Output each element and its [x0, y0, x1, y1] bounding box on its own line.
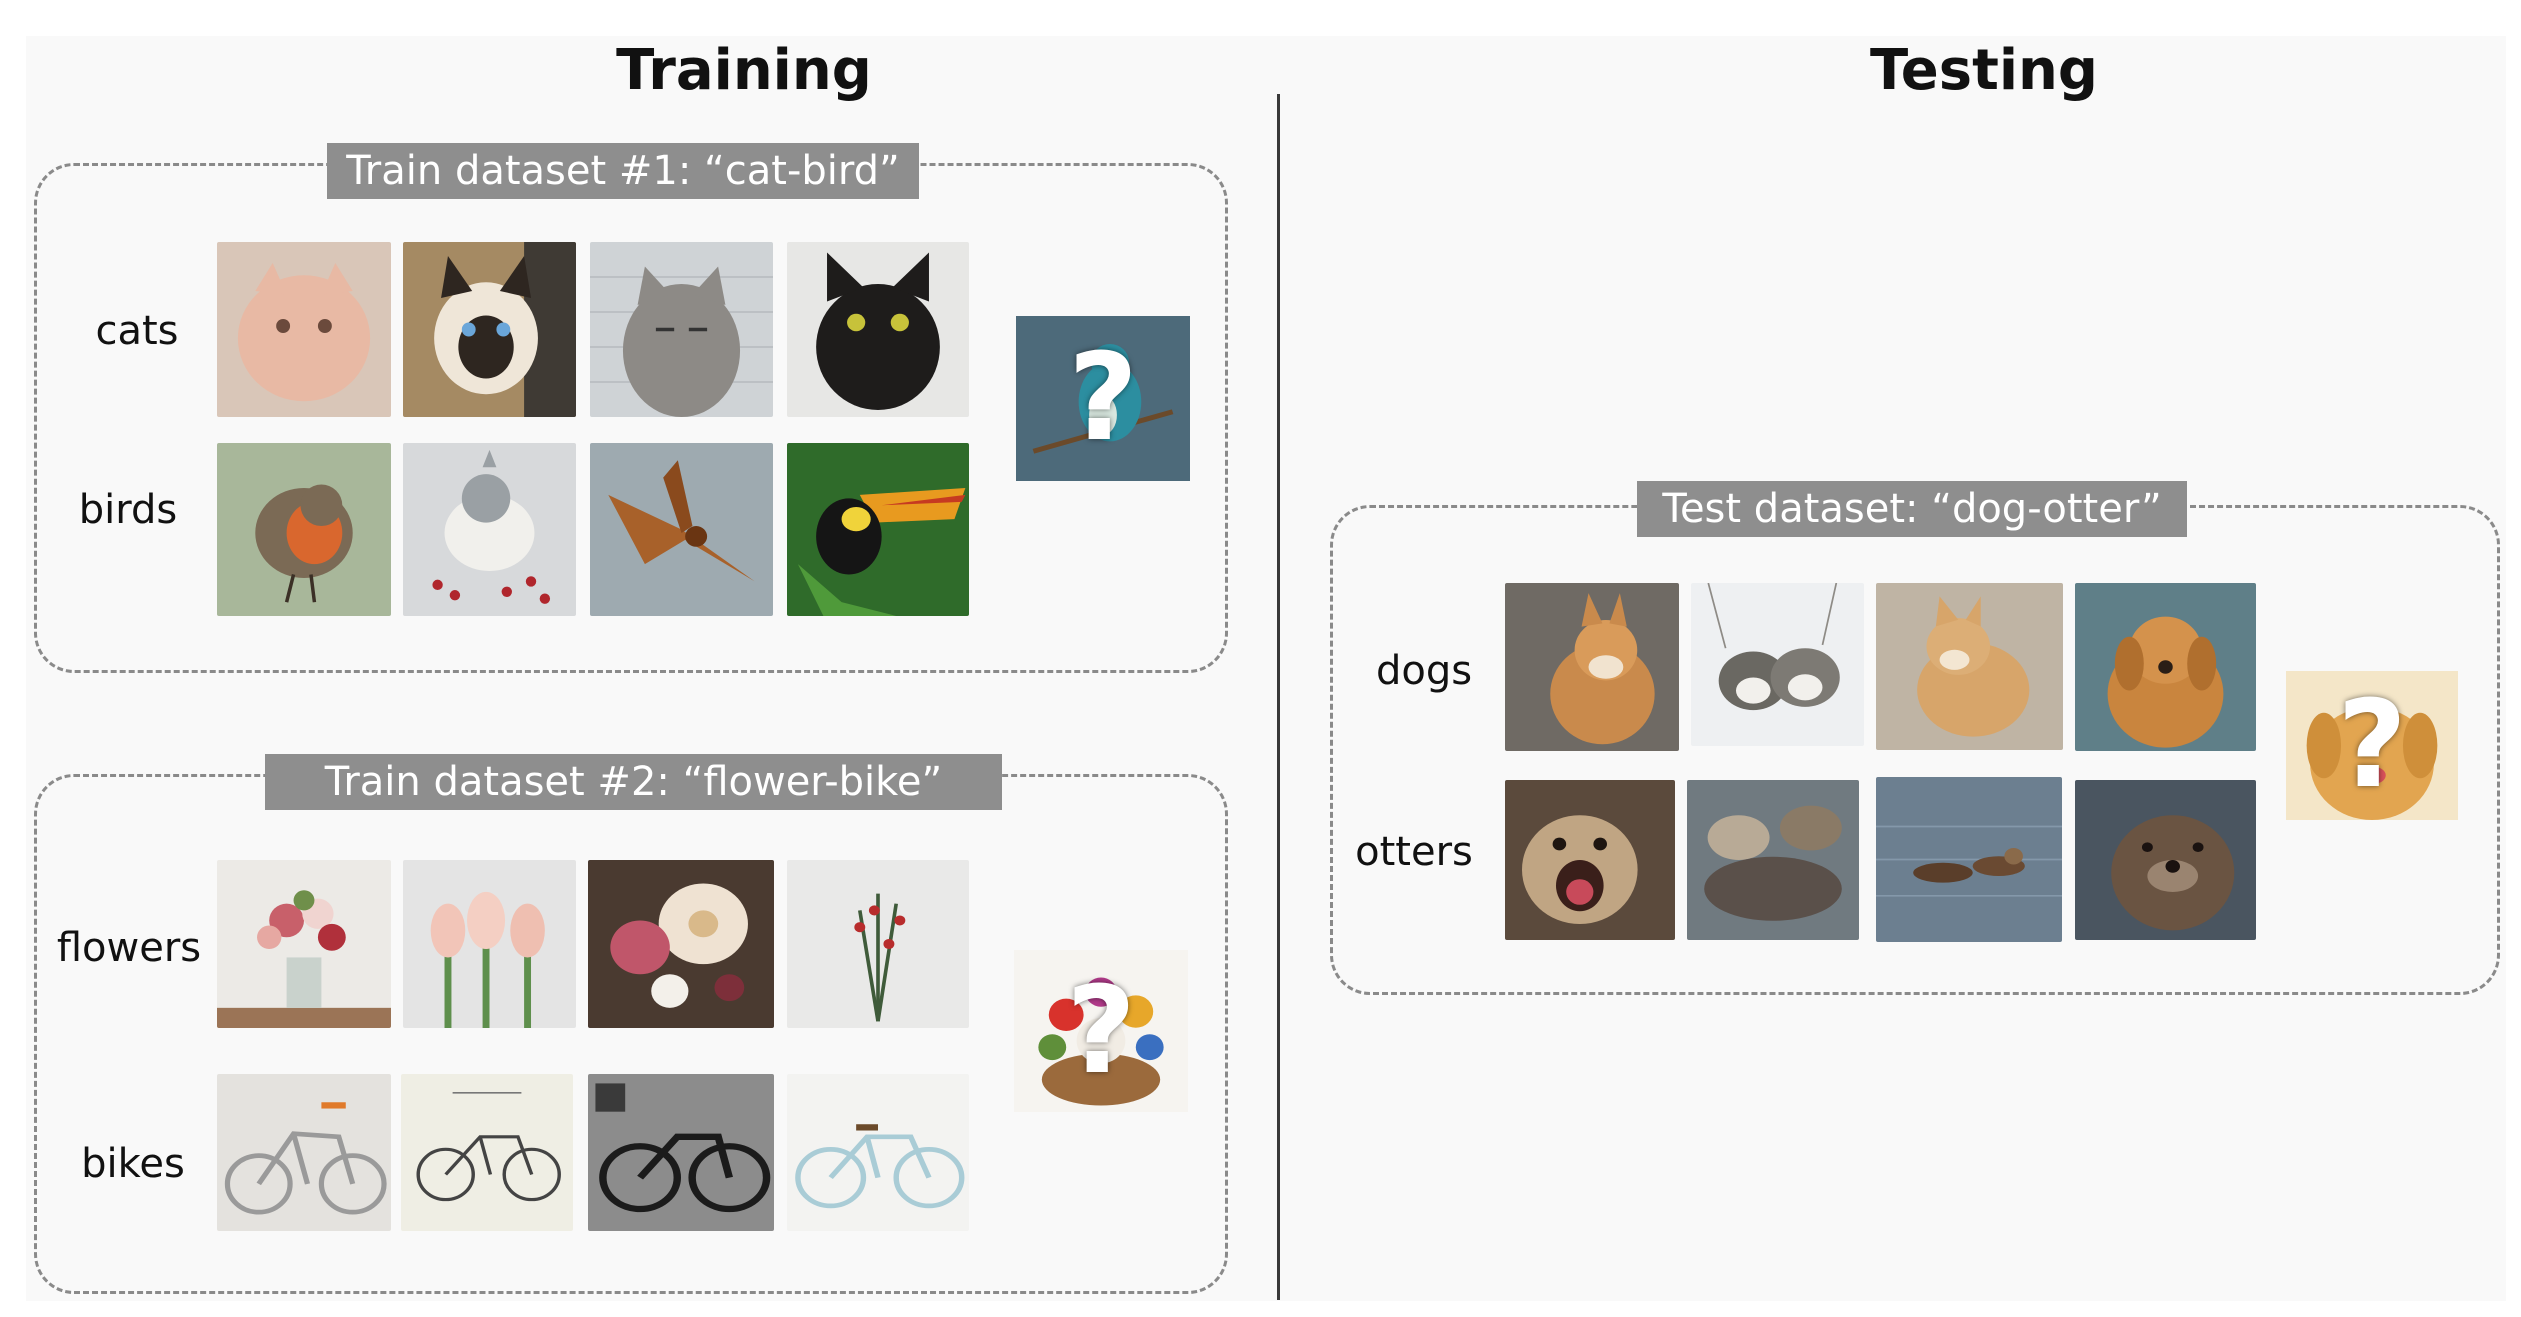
otter-photo — [1505, 780, 1675, 940]
flower-photo — [217, 860, 391, 1028]
bike-photo — [401, 1074, 573, 1231]
class-label-birds: birds — [78, 487, 178, 533]
train-dataset-1-label: Train dataset #1: “cat-bird” — [327, 143, 919, 199]
class-label-flowers: flowers — [56, 925, 202, 971]
flower-photo — [588, 860, 774, 1028]
train-dataset-2-label: Train dataset #2: “flower-bike” — [265, 754, 1002, 810]
class-label-dogs: dogs — [1375, 648, 1473, 694]
class-label-bikes: bikes — [81, 1141, 185, 1187]
question-mark-icon: ? — [1066, 961, 1136, 1101]
bike-photo — [588, 1074, 774, 1231]
dog-photo — [1876, 583, 2063, 750]
otter-photo — [2075, 780, 2256, 940]
cat-photo — [403, 242, 576, 417]
query-image-test: ? — [2286, 671, 2458, 820]
bird-photo — [403, 443, 576, 616]
otter-photo — [1687, 780, 1859, 940]
question-mark-icon: ? — [2337, 676, 2407, 815]
testing-title: Testing — [1870, 38, 2098, 103]
dog-photo — [1505, 583, 1679, 751]
dog-photo — [1691, 583, 1864, 746]
training-title: Training — [616, 38, 872, 103]
class-label-cats: cats — [95, 308, 179, 354]
otter-photo — [1876, 777, 2062, 942]
query-image-train-1: ? — [1016, 316, 1190, 481]
section-divider — [1277, 94, 1280, 1300]
flower-photo — [403, 860, 576, 1028]
test-dataset-label: Test dataset: “dog-otter” — [1637, 481, 2187, 537]
bike-photo — [217, 1074, 391, 1231]
cat-photo — [590, 242, 773, 417]
bird-photo — [590, 443, 773, 616]
bird-photo — [217, 443, 391, 616]
cat-photo — [217, 242, 391, 417]
question-mark-icon: ? — [1068, 329, 1138, 468]
bird-photo — [787, 443, 969, 616]
flower-photo — [787, 860, 969, 1028]
query-image-train-2: ? — [1014, 950, 1188, 1112]
bike-photo — [787, 1074, 969, 1231]
cat-photo — [787, 242, 969, 417]
dog-photo — [2075, 583, 2256, 751]
class-label-otters: otters — [1355, 829, 1473, 875]
